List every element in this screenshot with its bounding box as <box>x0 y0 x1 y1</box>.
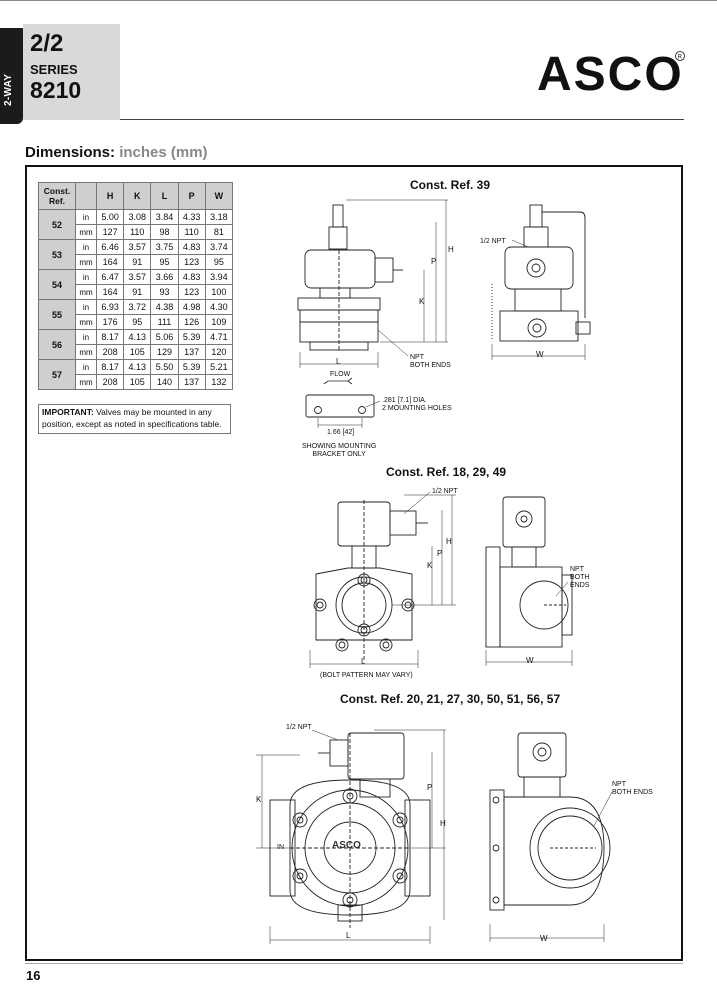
ref20-npt-top: 1/2 NPT <box>286 724 312 731</box>
ref18-npt-ends: NPT BOTH ENDS <box>570 566 590 589</box>
ref20-side-drawing <box>489 732 613 942</box>
page-number: 16 <box>26 968 41 983</box>
ref-cell: 54 <box>38 269 76 300</box>
ref18-bolt-note: (BOLT PATTERN MAY VARY) <box>320 672 413 679</box>
ref20-npt-ends: NPT BOTH ENDS <box>612 781 653 796</box>
ref39-mounting-holes: .281 [7.1] DIA. 2 MOUNTING HOLES <box>382 397 452 412</box>
ref18-front-drawing <box>309 491 456 668</box>
ref20-dim-w: W <box>540 934 548 943</box>
value-cell: 4.71 <box>204 329 234 345</box>
col-l: L <box>150 182 179 210</box>
series-box: 2/2 SERIES 8210 <box>23 24 120 120</box>
ref-cell: 55 <box>38 299 76 330</box>
ref20-dim-p: P <box>427 783 433 792</box>
series-number: 8210 <box>30 77 82 103</box>
ref39-flow: FLOW <box>330 371 351 378</box>
asco-logo: ASCO R <box>537 46 687 101</box>
value-cell: 132 <box>204 374 234 390</box>
ref18-dim-w: W <box>526 656 534 665</box>
col-p: P <box>177 182 206 210</box>
dimensions-frame <box>25 165 683 961</box>
dimensions-label: Dimensions: <box>25 144 116 161</box>
side-tab: 2-WAY <box>0 28 23 124</box>
important-note: IMPORTANT: Valves may be mounted in any … <box>38 404 231 434</box>
ref20-title: Const. Ref. 20, 21, 27, 30, 50, 51, 56, … <box>340 692 561 706</box>
ref39-dim-h: H <box>448 245 454 254</box>
ref-cell: 56 <box>38 329 76 360</box>
ref39-npt-top: 1/2 NPT <box>480 238 506 245</box>
ref-cell: 53 <box>38 239 76 270</box>
ref18-dim-p: P <box>437 549 443 558</box>
ref39-dim-p: P <box>431 257 437 266</box>
ref20-dim-k: K <box>256 795 262 804</box>
dimensions-heading: Dimensions: inches (mm) <box>25 144 208 161</box>
ref18-dim-l: L <box>361 657 366 666</box>
note-text: Valves may be mounted in any position, e… <box>42 407 222 429</box>
ref20-body-logo: ASCO <box>332 840 361 851</box>
ref39-bracket-caption: SHOWING MOUNTING BRACKET ONLY <box>302 443 377 458</box>
ratio-label: 2/2 <box>30 30 64 57</box>
ref18-npt-top: 1/2 NPT <box>432 488 458 495</box>
ref18-side-drawing <box>485 496 573 666</box>
ref-cell: 57 <box>38 359 76 390</box>
value-cell: 5.21 <box>204 359 234 375</box>
ref39-side-drawing <box>491 204 591 360</box>
ref39-dim-w: W <box>536 350 544 359</box>
ref39-dim-k: K <box>419 297 425 306</box>
ref20-dim-h: H <box>440 819 446 828</box>
ref20-in-mark: IN <box>277 844 284 851</box>
svg-text:R: R <box>678 55 683 61</box>
value-cell: 95 <box>204 254 234 270</box>
ref18-dim-k: K <box>427 561 433 570</box>
ref18-title: Const. Ref. 18, 29, 49 <box>386 465 507 479</box>
bottom-rule <box>25 963 683 964</box>
value-cell: 100 <box>204 284 234 300</box>
top-rule <box>0 0 717 1</box>
series-label: SERIES <box>30 62 78 77</box>
ref20-dim-l: L <box>346 931 351 940</box>
dimensions-unit: inches (mm) <box>119 144 208 161</box>
brand-logo-text: ASCO <box>537 48 684 96</box>
header-rule <box>120 119 684 120</box>
note-bold: IMPORTANT: <box>42 407 94 417</box>
ref39-title: Const. Ref. 39 <box>410 178 491 192</box>
ref39-dim-l: L <box>336 357 341 366</box>
ref39-npt-ends: NPT BOTH ENDS <box>410 354 451 369</box>
ref39-front-drawing <box>297 199 448 428</box>
ref39-bracket-dim: 1.66 [42] <box>327 429 355 436</box>
ref18-dim-h: H <box>446 537 452 546</box>
col-w: W <box>204 182 234 210</box>
ref20-front-drawing <box>256 729 446 944</box>
col-k: K <box>123 182 152 210</box>
